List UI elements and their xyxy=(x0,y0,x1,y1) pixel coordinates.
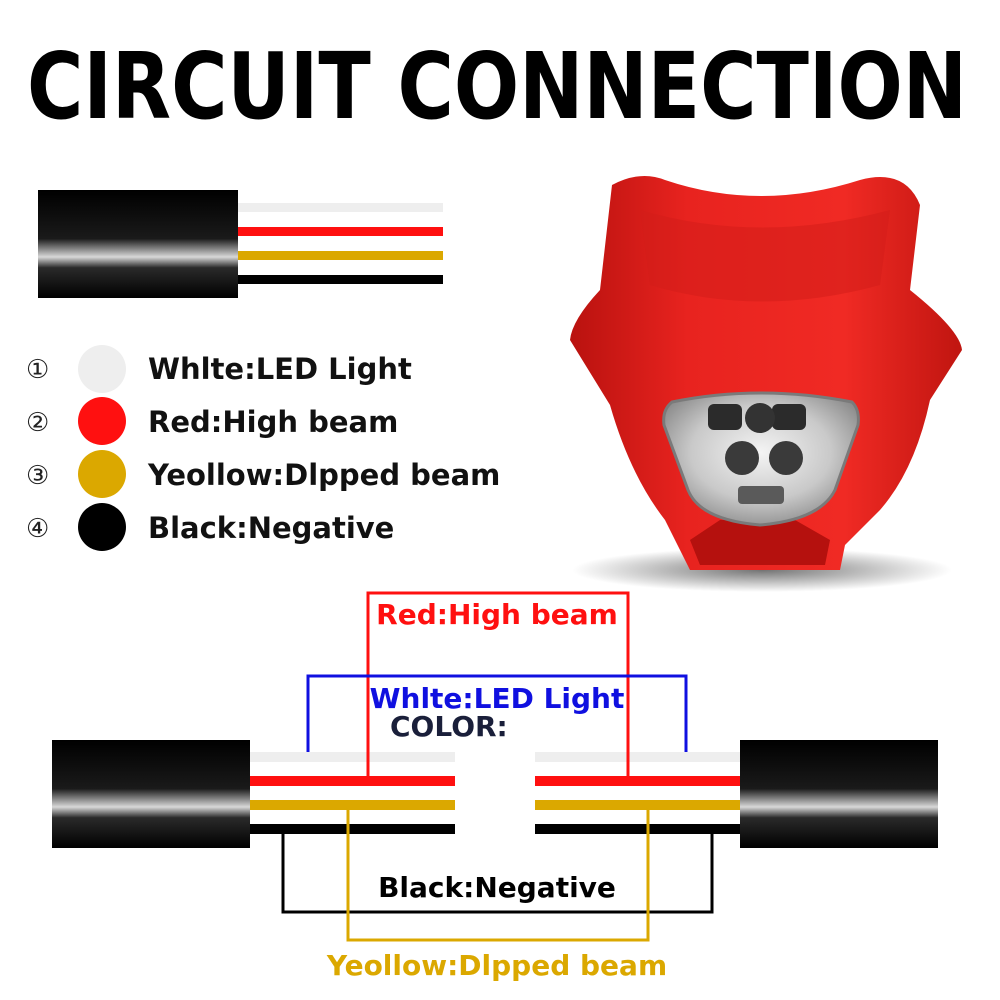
legend-number: ③ xyxy=(26,461,49,491)
legend-number: ④ xyxy=(26,514,49,544)
wire-yellow xyxy=(238,251,443,260)
left-wire-red xyxy=(250,776,455,786)
legend-number: ② xyxy=(26,408,49,438)
legend-label: Yeollow:Dlpped beam xyxy=(147,458,500,492)
connector-yellow xyxy=(346,810,650,942)
wire-black xyxy=(238,275,443,284)
legend-item-red: ② Red:High beam xyxy=(26,397,398,445)
label-black-negative: Black:Negative xyxy=(378,871,616,904)
legend-number: ① xyxy=(26,355,49,385)
led-module xyxy=(745,403,775,433)
legend-swatch xyxy=(78,397,126,445)
led-module xyxy=(772,404,806,430)
shell-chin xyxy=(690,520,830,565)
cable-sheath xyxy=(38,190,238,298)
right-wire-white xyxy=(535,752,740,762)
led-module xyxy=(769,441,803,475)
left-wire-white xyxy=(250,752,455,762)
legend-swatch xyxy=(78,503,126,551)
right-cable-sheath xyxy=(740,740,938,848)
legend-swatch xyxy=(78,450,126,498)
label-color: COLOR: xyxy=(390,710,508,743)
page-title: CIRCUIT CONNECTION xyxy=(27,33,967,140)
legend-item-yellow: ③ Yeollow:Dlpped beam xyxy=(26,450,500,498)
left-wire-black xyxy=(250,824,455,834)
right-wire-red xyxy=(535,776,740,786)
legend-swatch xyxy=(78,345,126,393)
legend-item-white: ① Whlte:LED Light xyxy=(26,345,412,393)
legend-label: Red:High beam xyxy=(148,405,398,439)
label-yellow-dipped-beam: Yeollow:Dlpped beam xyxy=(326,949,667,982)
legend-item-black: ④ Black:Negative xyxy=(26,503,394,551)
right-wire-yellow xyxy=(535,800,740,810)
connector-white xyxy=(306,674,688,752)
wire-white xyxy=(238,203,443,212)
led-module xyxy=(738,486,784,504)
motorcycle-headlight-icon xyxy=(570,176,962,592)
shell-highlight xyxy=(640,210,890,302)
left-cable-sheath xyxy=(52,740,250,848)
wire-legend: ① Whlte:LED Light ② Red:High beam ③ Yeol… xyxy=(26,345,500,551)
right-wire-black xyxy=(535,824,740,834)
led-module xyxy=(725,441,759,475)
connector-black xyxy=(281,834,714,914)
connection-diagram: Red:High beam Whlte:LED Light COLOR: Bla… xyxy=(52,591,938,982)
label-red-high-beam: Red:High beam xyxy=(376,598,618,631)
led-module xyxy=(708,404,742,430)
legend-label: Whlte:LED Light xyxy=(148,352,412,386)
left-wire-yellow xyxy=(250,800,455,810)
legend-label: Black:Negative xyxy=(148,511,394,545)
wire-red xyxy=(238,227,443,236)
connector-red xyxy=(366,591,630,776)
cable-illustration-top xyxy=(38,190,443,298)
label-white-led-light: Whlte:LED Light xyxy=(370,682,625,715)
